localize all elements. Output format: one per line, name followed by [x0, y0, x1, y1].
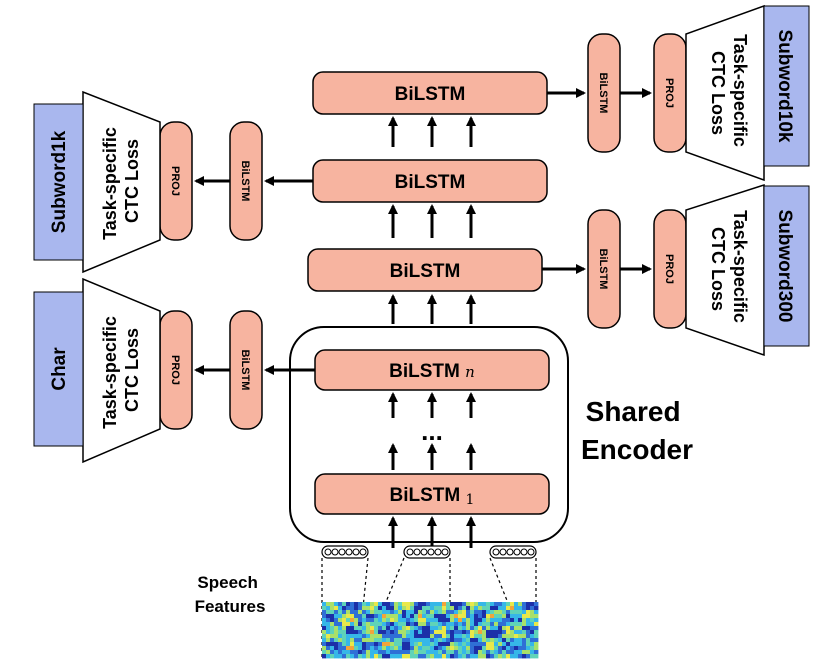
target-subword1k: Subword1k: [33, 103, 84, 261]
arrows-to-bilstm-n: [388, 392, 476, 418]
side-bilstm-subword10k: BiLSTM: [587, 33, 621, 153]
svg-text:BiLSTM 1: BiLSTM 1: [390, 485, 475, 508]
target-char: Char: [33, 291, 84, 447]
svg-text:PROJ: PROJ: [663, 254, 675, 284]
bilstm-upper-3-block: BiLSTM: [312, 71, 548, 115]
shared-encoder-label: Shared Encoder: [581, 396, 693, 465]
target-subword10k: Subword10k: [763, 5, 810, 167]
proj-subword1k: PROJ: [159, 121, 193, 241]
svg-text:BiLSTM: BiLSTM: [390, 261, 461, 282]
feature-vector-right: [489, 545, 537, 559]
svg-text:BiLSTM: BiLSTM: [597, 249, 609, 290]
svg-text:Subword300: Subword300: [774, 210, 795, 323]
proj-char: PROJ: [159, 310, 193, 430]
loss-trapezoid-subword10k: [685, 4, 765, 182]
bilstm-upper-1-block: BiLSTM: [307, 248, 543, 292]
loss-label-subword1k: Task-specific CTC Loss: [100, 122, 142, 240]
loss-label-subword10k: Task-specific CTC Loss: [708, 34, 750, 152]
subword10k-branch: BiLSTM PROJ Task-specific CTC Loss Subwo…: [547, 4, 810, 182]
svg-text:BiLSTM: BiLSTM: [395, 84, 466, 105]
svg-text:PROJ: PROJ: [663, 78, 675, 108]
svg-text:BiLSTM: BiLSTM: [239, 350, 251, 391]
loss-label-subword300: Task-specific CTC Loss: [708, 210, 750, 328]
loss-trapezoid-subword1k: [82, 90, 161, 274]
svg-text:PROJ: PROJ: [169, 166, 181, 196]
svg-text:BiLSTM: BiLSTM: [239, 161, 251, 202]
svg-text:BiLSTM: BiLSTM: [597, 73, 609, 114]
speech-features-label: Speech Features: [195, 573, 266, 616]
shared-encoder-box: [289, 326, 569, 543]
input-arrows: [388, 516, 476, 548]
svg-text:PROJ: PROJ: [169, 355, 181, 385]
subword300-branch: BiLSTM PROJ Task-specific CTC Loss Subwo…: [542, 183, 810, 357]
svg-text:Char: Char: [49, 347, 70, 391]
svg-text:Subword10k: Subword10k: [774, 30, 795, 143]
loss-trapezoid-char: [82, 277, 161, 464]
side-bilstm-subword1k: BiLSTM: [229, 121, 263, 241]
target-subword300: Subword300: [763, 185, 810, 347]
svg-text:BiLSTM n: BiLSTM n: [389, 361, 475, 382]
subword1k-branch: BiLSTM PROJ Task-specific CTC Loss Subwo…: [33, 90, 313, 274]
arrows-to-upper-2: [388, 204, 476, 238]
layer-ellipsis: ...: [421, 416, 443, 446]
svg-text:BiLSTM: BiLSTM: [395, 172, 466, 193]
arrows-to-upper-3: [388, 116, 476, 147]
loss-trapezoid-subword300: [685, 183, 765, 357]
bilstm-upper-2-block: BiLSTM: [312, 159, 548, 203]
side-bilstm-char: BiLSTM: [229, 310, 263, 430]
side-bilstm-subword300: BiLSTM: [587, 209, 621, 329]
svg-text:Subword1k: Subword1k: [49, 130, 70, 233]
proj-subword300: PROJ: [653, 209, 687, 329]
arrows-to-upper-1: [388, 294, 476, 324]
feature-vector-middle: [403, 545, 451, 559]
arrows-to-ellipsis: [388, 443, 476, 470]
bilstm-1-block: BiLSTM 1: [314, 473, 550, 515]
proj-subword10k: PROJ: [653, 33, 687, 153]
bilstm-n-block: BiLSTM n: [314, 349, 550, 391]
feature-vector-left: [321, 545, 369, 559]
loss-label-char: Task-specific CTC Loss: [100, 311, 142, 429]
char-branch: BiLSTM PROJ Task-specific CTC Loss Char: [33, 277, 315, 464]
speech-spectrogram: [322, 602, 539, 659]
